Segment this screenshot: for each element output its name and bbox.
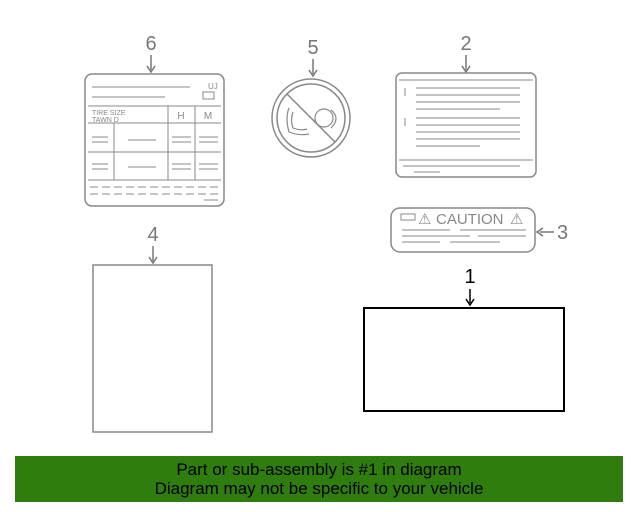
caution-warning-icon: ⚠ bbox=[418, 211, 431, 228]
callout-4: 4 bbox=[147, 224, 158, 246]
callout-6: 6 bbox=[145, 33, 156, 55]
part-5-round-warning-label[interactable]: 5 bbox=[271, 37, 351, 158]
callout-5: 5 bbox=[307, 37, 318, 59]
banner-line-1: Part or sub-assembly is #1 in diagram bbox=[176, 460, 462, 479]
tire-col-m: M bbox=[204, 111, 212, 122]
tire-size-text: TIRE SIZE bbox=[92, 110, 126, 117]
tire-col-h: H bbox=[177, 111, 184, 122]
caution-warning-icon-right: ⚠ bbox=[510, 211, 523, 228]
labels-parts-diagram: 6 UJ TIRE SIZE TAWN D H M bbox=[84, 33, 568, 433]
tire-corner-mark: UJ bbox=[208, 82, 218, 91]
seat-icon bbox=[286, 107, 337, 136]
part-1-highlighted-label[interactable]: 1 bbox=[363, 266, 565, 412]
callout-1: 1 bbox=[464, 266, 475, 288]
part-4-plain-label[interactable]: 4 bbox=[92, 224, 213, 433]
part-2-info-label[interactable]: 2 bbox=[395, 33, 537, 178]
banner-line-2: Diagram may not be specific to your vehi… bbox=[154, 479, 484, 498]
part-6-tire-label[interactable]: 6 UJ TIRE SIZE TAWN D H M bbox=[84, 33, 225, 207]
callout-3: 3 bbox=[557, 222, 568, 244]
callout-2: 2 bbox=[460, 33, 471, 55]
tire-subtext: TAWN D bbox=[92, 117, 119, 124]
caution-text: CAUTION bbox=[436, 211, 504, 228]
info-banner: Part or sub-assembly is #1 in diagram Di… bbox=[15, 456, 623, 502]
part-3-caution-label[interactable]: ⚠ CAUTION ⚠ 3 bbox=[390, 207, 568, 253]
